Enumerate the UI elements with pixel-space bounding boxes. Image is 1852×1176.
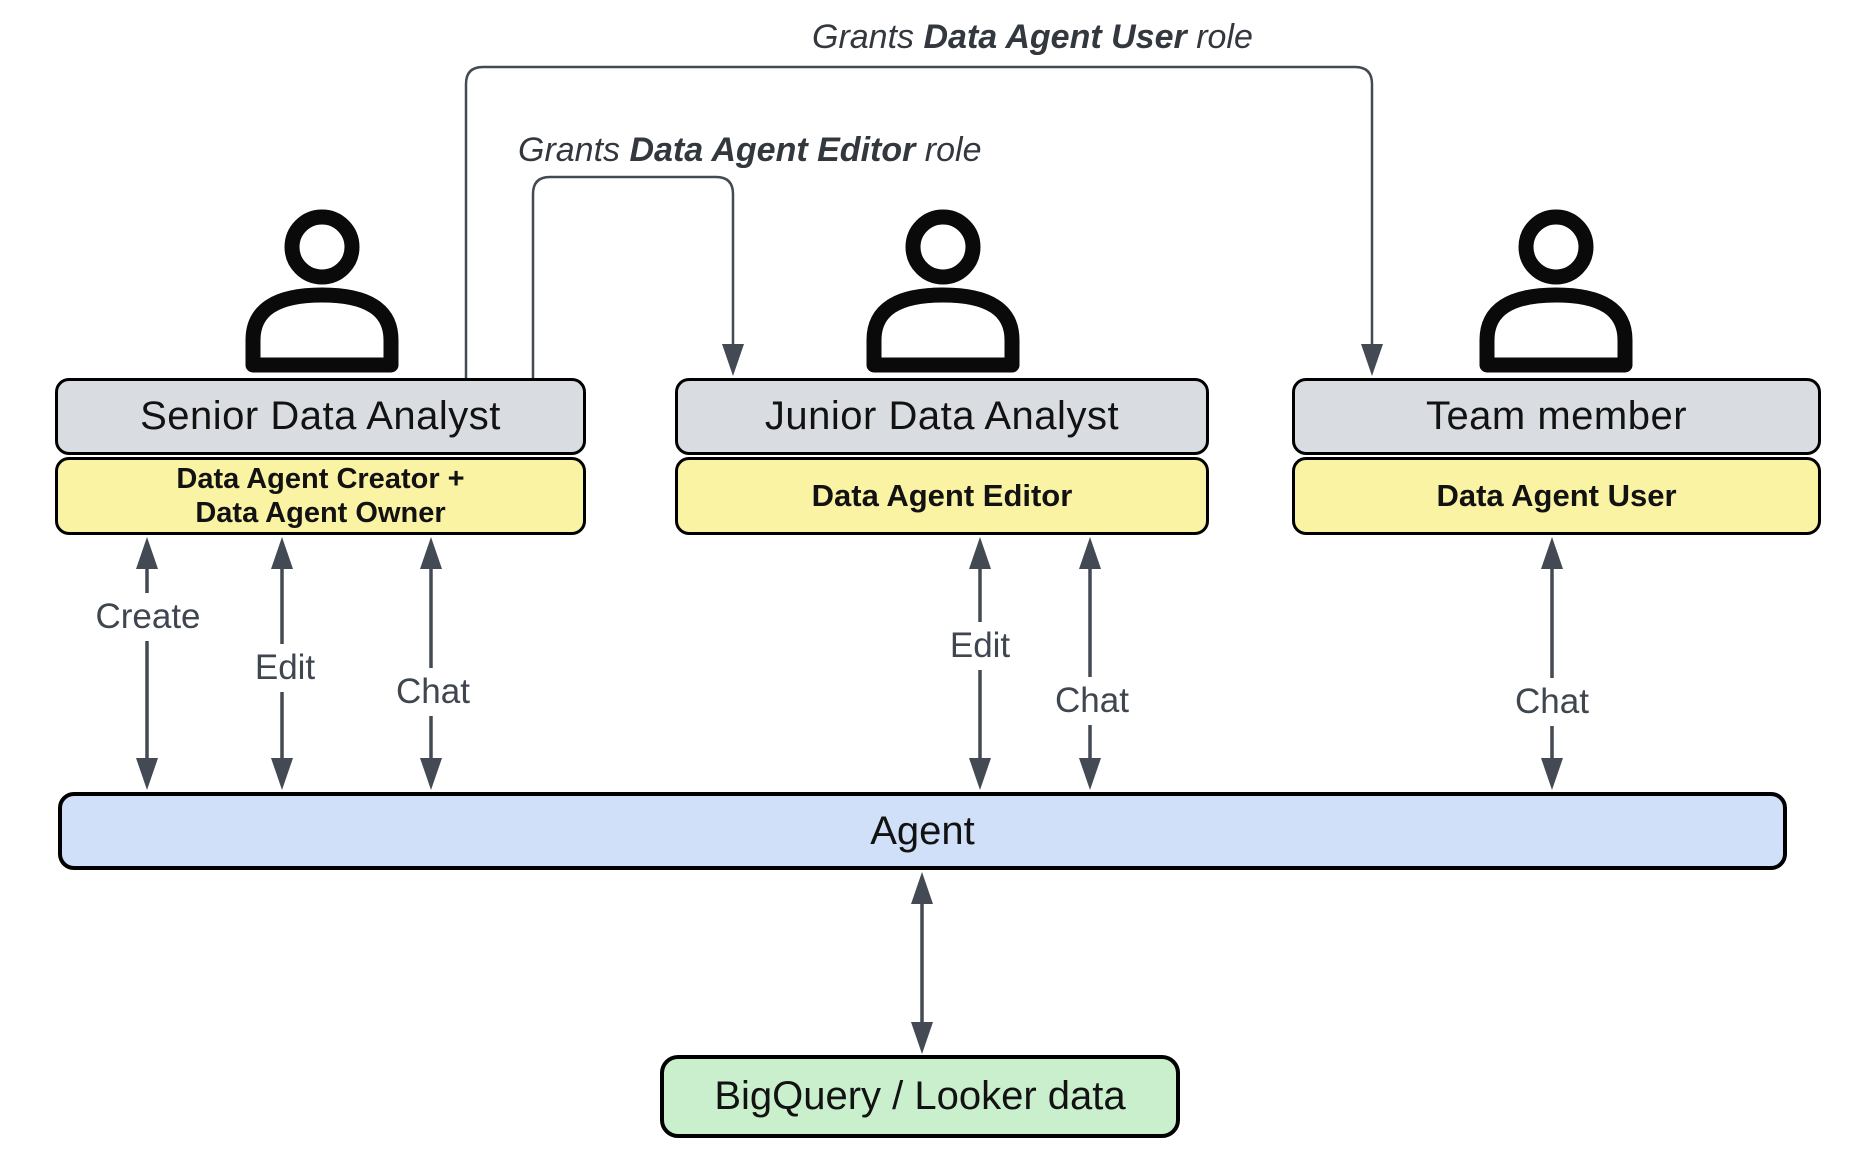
grant-user-label-role: Data Agent User <box>923 18 1187 56</box>
grant-editor-label: Grants Data Agent Editor role <box>518 131 982 170</box>
role-line: Data Agent Editor <box>811 477 1073 513</box>
chat-arrow-junior <box>1079 537 1101 790</box>
chat-label-team: Chat <box>1506 678 1598 726</box>
datastore-label: BigQuery / Looker data <box>714 1074 1126 1118</box>
chat-arrow-team <box>1541 537 1563 790</box>
grant-editor-label-role: Data Agent Editor <box>629 131 916 169</box>
role-line: Data Agent Owner <box>195 497 446 529</box>
actor-title: Team member <box>1425 394 1688 438</box>
edit-label-junior: Edit <box>940 622 1020 670</box>
edit-label-senior: Edit <box>245 644 325 692</box>
person-icon-junior <box>866 209 1020 373</box>
actor-title: Senior Data Analyst <box>140 394 501 438</box>
grant-editor-label-suffix: role <box>915 131 982 169</box>
grant-editor-connector-arrowhead <box>722 344 744 376</box>
agent-bar: Agent <box>58 792 1787 870</box>
chat-label-senior: Chat <box>387 668 479 716</box>
person-icon-team <box>1479 209 1633 373</box>
grant-editor-connector-line <box>531 175 735 378</box>
datastore-box: BigQuery / Looker data <box>660 1055 1180 1138</box>
create-arrow <box>136 537 158 790</box>
role-box-team: Data Agent User <box>1292 457 1821 535</box>
chat-label-junior: Chat <box>1046 677 1138 725</box>
create-label: Create <box>86 593 210 641</box>
chat-arrow-senior <box>420 537 442 790</box>
role-line: Data Agent Creator + <box>176 462 465 495</box>
role-box-junior: Data Agent Editor <box>675 457 1209 535</box>
actor-box-team-member: Team member <box>1292 378 1821 455</box>
agent-label: Agent <box>870 808 975 853</box>
actor-title: Junior Data Analyst <box>764 394 1120 438</box>
agent-datastore-arrow <box>911 872 933 1054</box>
grant-user-label-suffix: role <box>1186 18 1253 56</box>
grant-user-label: Grants Data Agent User role <box>812 18 1253 57</box>
role-line: Data Agent User <box>1436 477 1677 513</box>
grant-user-label-prefix: Grants <box>812 18 924 56</box>
grant-editor-label-prefix: Grants <box>518 131 630 169</box>
actor-box-senior-data-analyst: Senior Data Analyst <box>55 378 586 455</box>
person-icon-senior <box>245 209 399 373</box>
actor-box-junior-data-analyst: Junior Data Analyst <box>675 378 1209 455</box>
grant-user-connector-arrowhead <box>1361 344 1383 376</box>
role-box-senior: Data Agent Creator + Data Agent Owner <box>55 457 586 535</box>
